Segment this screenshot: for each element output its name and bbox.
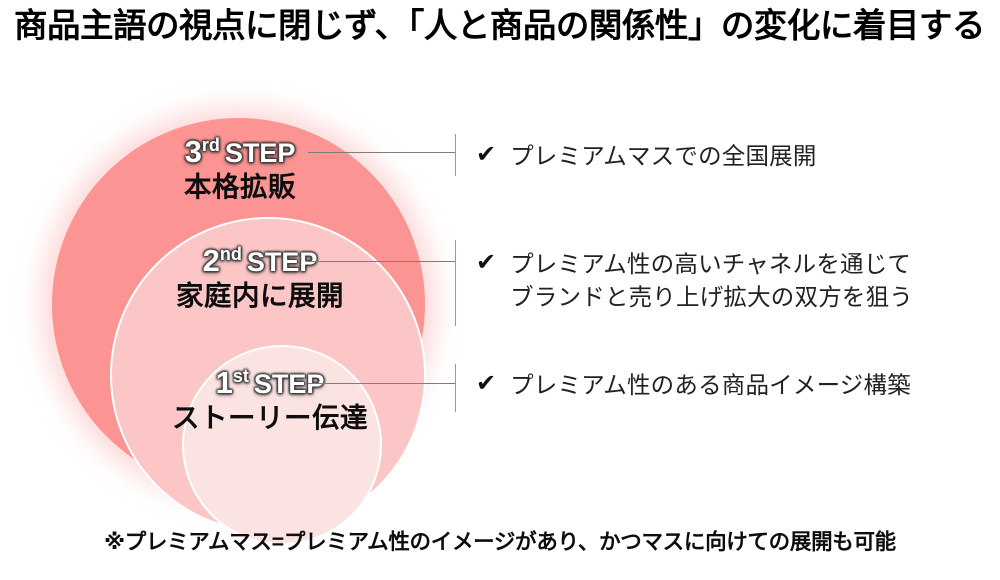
step-1-ordinal: st xyxy=(232,366,249,386)
footnote: ※プレミアムマス=プレミアム性のイメージがあり、かつマスに向けての展開も可能 xyxy=(104,530,896,554)
bullet-text-step1: プレミアム性のある商品イメージ構築 xyxy=(510,372,911,398)
leader-line-horizontal-3 xyxy=(308,152,456,153)
bullet-text-step2: プレミアム性の高いチャネルを通じて ブランドと売り上げ拡大の双方を狙う xyxy=(510,251,914,311)
leader-line-vertical-1 xyxy=(455,364,456,412)
step-2-japanese: 家庭内に展開 xyxy=(176,280,344,311)
step-3-ordinal: rd xyxy=(201,135,220,155)
bullet-item-step1: ✔ プレミアム性のある商品イメージ構築 xyxy=(476,369,911,402)
check-icon: ✔ xyxy=(476,249,497,276)
bullet-item-step3: ✔ プレミアムマスでの全国展開 xyxy=(476,140,817,173)
leader-line-vertical-2 xyxy=(455,240,456,326)
step-1-number: 1 xyxy=(215,365,233,400)
step-3-step-word: STEP xyxy=(224,138,296,168)
check-icon: ✔ xyxy=(476,370,497,397)
bullet-text-step3: プレミアムマスでの全国展開 xyxy=(510,143,817,169)
inner-circle-step1 xyxy=(182,345,382,545)
step-3-number: 3 xyxy=(184,134,202,169)
leader-line-horizontal-1 xyxy=(308,383,456,384)
leader-line-horizontal-2 xyxy=(308,261,456,262)
step-2-number: 2 xyxy=(202,243,220,278)
check-icon: ✔ xyxy=(476,141,497,168)
bullet-item-step2: ✔ プレミアム性の高いチャネルを通じて ブランドと売り上げ拡大の双方を狙う xyxy=(476,248,913,315)
step-3-japanese: 本格拡販 xyxy=(184,171,296,202)
leader-line-vertical-3 xyxy=(455,134,456,176)
step-2-step-word: STEP xyxy=(246,247,318,277)
step-2-ordinal: nd xyxy=(219,244,242,264)
page-title: 商品主語の視点に閉じず、「人と商品の関係性」の変化に着目する xyxy=(14,8,985,45)
step-1-step-word: STEP xyxy=(253,369,325,399)
step-1-japanese: ストーリー伝達 xyxy=(172,402,368,433)
